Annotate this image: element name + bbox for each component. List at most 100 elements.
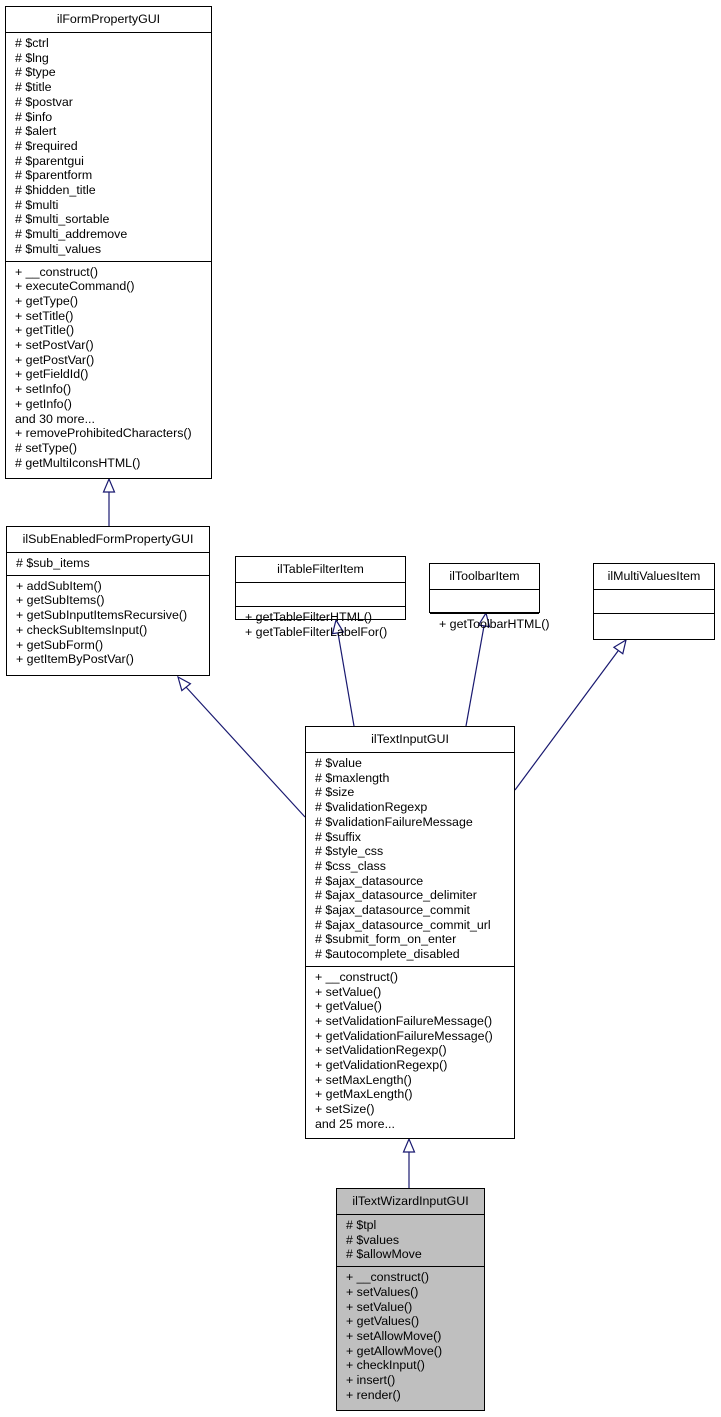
member-row: + getSubItems() [16,593,105,608]
member-row: + setInfo() [15,382,72,397]
class-box-iltoolbaritem[interactable]: ilToolbarItem + getToolbarHTML() [429,563,550,631]
operations-section: + getTableFilterHTML()+ getTableFilterLa… [236,606,405,643]
class-name: ilTextInputGUI [306,727,514,753]
member-row: # $validationFailureMessage [315,814,473,829]
member-row: and 25 more... [315,1116,395,1131]
member-row: # $ajax_datasource [315,873,424,888]
member-row: + getItemByPostVar() [16,652,134,667]
member-row: + setSize() [315,1102,375,1117]
member-row: # $ajax_datasource_commit [315,903,470,918]
inheritance-arrowhead [102,477,116,493]
member-row: # $ctrl [15,36,49,50]
member-row: + setAllowMove() [346,1328,442,1343]
member-row: + getToolbarHTML() [439,617,550,631]
member-row: + getValidationFailureMessage() [315,1028,493,1043]
member-row: # $values [346,1232,400,1247]
member-row: + __construct() [15,264,98,279]
class-name: ilToolbarItem [430,564,539,590]
member-row: + setValue() [346,1299,413,1314]
edge-iltextinputgui-to-iltablefilteritem [331,618,355,727]
attributes-section [236,583,405,606]
member-row: + setValidationFailureMessage() [315,1013,493,1028]
inheritance-arrowhead [331,618,345,635]
member-row: + getPostVar() [15,352,95,367]
member-row: + getType() [15,293,79,308]
edge-iltextinputgui-to-ilsubenabledformpropertygui [177,675,306,818]
member-row: + getTableFilterHTML() [245,610,373,624]
member-row: + setMaxLength() [315,1072,412,1087]
member-row: # $title [15,80,52,95]
member-row: # $size [315,785,355,800]
attributes-section: # $value# $maxlength# $size# $validation… [306,753,514,966]
member-row: + getValidationRegexp() [315,1058,448,1073]
class-name: ilSubEnabledFormPropertyGUI [7,527,209,553]
member-row: + __construct() [315,969,398,984]
member-row: + setValue() [315,984,382,999]
operations-section: + addSubItem()+ getSubItems()+ getSubInp… [7,574,209,671]
member-row: # $required [15,138,78,153]
member-row: # $ajax_datasource_delimiter [315,888,477,903]
inheritance-arrowhead [477,611,491,628]
member-row: + getAllowMove() [346,1343,443,1358]
member-row: + removeProhibitedCharacters() [15,426,192,441]
operations-section: + __construct()+ setValue()+ getValue()+… [306,965,514,1136]
member-row: + checkSubItemsInput() [16,622,148,637]
operations-section [594,613,714,637]
member-row: # $value [315,756,362,770]
attributes-section: # $sub_items [7,553,209,575]
member-row: # getMultiIconsHTML() [15,455,141,470]
class-box-iltextinputgui[interactable]: ilTextInputGUI # $value# $maxlength# $si… [305,726,515,1139]
member-row: # $hidden_title [15,183,96,198]
inheritance-arrowhead [612,638,627,655]
member-row: # $multi_addremove [15,227,128,242]
class-box-ilmultivaluesitem[interactable]: ilMultiValuesItem [593,563,715,640]
member-row: + getTableFilterLabelFor() [245,624,388,639]
member-row: # $type [15,65,56,80]
member-row: # $parentgui [15,153,84,168]
member-row: # $multi_sortable [15,212,110,227]
member-row: + setValidationRegexp() [315,1043,447,1058]
member-row: + checkInput() [346,1358,425,1373]
member-row: + getMaxLength() [315,1087,413,1102]
class-name: ilTableFilterItem [236,557,405,583]
attributes-section: # $ctrl# $lng# $type# $title# $postvar# … [6,33,211,261]
member-row: # setType() [15,440,77,455]
member-row: + setPostVar() [15,338,94,353]
member-row: + setValues() [346,1284,419,1299]
operations-section: + getToolbarHTML() [430,613,550,636]
member-row: + render() [346,1387,401,1402]
class-name: ilFormPropertyGUI [6,7,211,33]
member-row: # $css_class [315,858,386,873]
member-row: # $lng [15,50,49,65]
member-row: # $maxlength [315,770,390,785]
member-row: + getSubInputItemsRecursive() [16,608,188,623]
member-row: + getValue() [315,999,382,1014]
member-row: # $alert [15,124,57,139]
member-row: # $sub_items [16,556,90,570]
member-row: # $multi_values [15,241,102,256]
inheritance-arrowhead [177,675,192,692]
class-box-ilsubenabledformpropertygui[interactable]: ilSubEnabledFormPropertyGUI # $sub_items… [6,526,210,676]
attributes-section: # $tpl# $values# $allowMove [337,1215,484,1266]
class-name: ilTextWizardInputGUI [337,1189,484,1215]
class-box-ilformpropertygui[interactable]: ilFormPropertyGUI # $ctrl# $lng# $type# … [5,6,212,479]
class-box-iltablefilteritem[interactable]: ilTableFilterItem + getTableFilterHTML()… [235,556,406,639]
edge-iltextinputgui-to-iltoolbaritem [465,611,491,727]
member-row: # $info [15,109,53,124]
attributes-section [430,590,539,613]
member-row: + __construct() [346,1270,429,1285]
member-row: # $postvar [15,94,73,109]
edge-iltextinputgui-to-ilmultivaluesitem [514,638,627,791]
member-row: # $ajax_datasource_commit_url [315,917,491,932]
member-row: + getInfo() [15,396,72,411]
class-box-iltextwizardinputgui[interactable]: ilTextWizardInputGUI # $tpl# $values# $a… [336,1188,485,1411]
operations-section: + __construct()+ setValues()+ setValue()… [337,1266,484,1406]
operations-section: + __construct()+ executeCommand()+ getTy… [6,260,211,475]
member-row: + insert() [346,1373,396,1388]
member-row: # $allowMove [346,1247,422,1262]
member-row: + getValues() [346,1314,420,1329]
member-row: # $autocomplete_disabled [315,947,460,962]
inheritance-arrowhead [402,1137,416,1153]
member-row: # $validationRegexp [315,800,428,815]
